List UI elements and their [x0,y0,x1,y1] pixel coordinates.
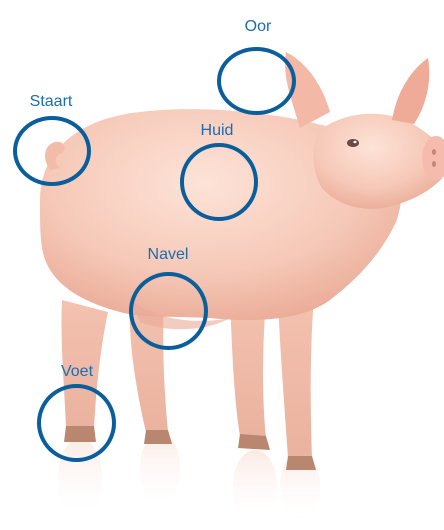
marker-huid-label: Huid [201,122,234,140]
marker-oor-ring[interactable] [217,47,296,115]
marker-voet-ring[interactable] [37,384,116,462]
pig-ear-right [392,58,429,124]
marker-voet-label: Voet [61,363,93,381]
hoof [144,430,172,444]
front-leg-left [230,300,266,438]
front-leg-right [278,296,314,458]
marker-navel-label: Navel [148,246,189,264]
marker-staart-label: Staart [30,93,73,111]
hoof [238,434,270,450]
marker-huid-ring[interactable] [180,143,258,221]
marker-navel-ring[interactable] [129,272,208,350]
marker-oor-label: Oor [245,18,272,36]
hoof [286,456,316,470]
marker-staart-ring[interactable] [13,116,91,186]
pig-eye [347,139,359,147]
